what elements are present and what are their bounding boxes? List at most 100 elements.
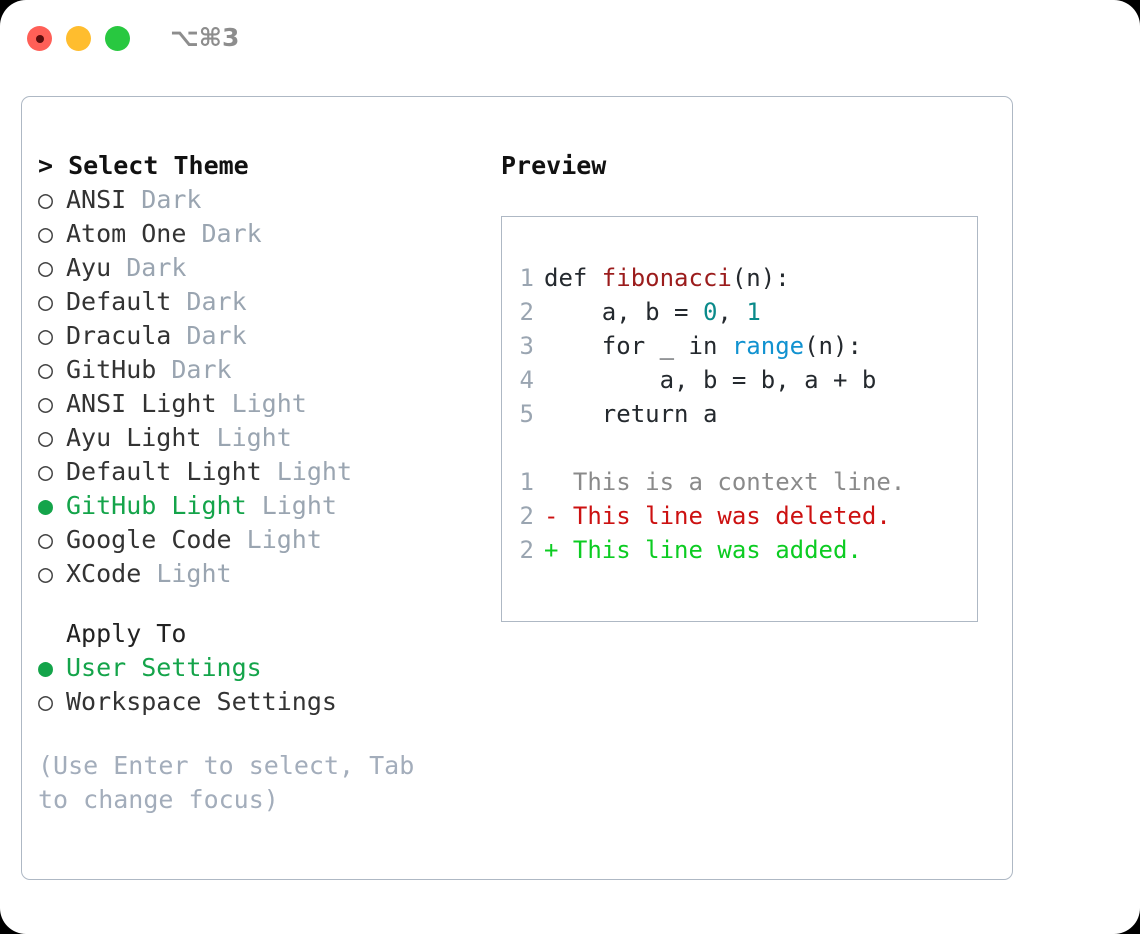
diff-context-line: 1 This is a context line. [502, 465, 977, 499]
apply-to-option-workspace-settings[interactable]: ○Workspace Settings [38, 685, 478, 719]
apply-to-option-user-settings[interactable]: ● User Settings [38, 651, 478, 685]
line-number: 2 [519, 502, 534, 530]
label-gap [156, 355, 171, 384]
label-gap [171, 287, 186, 316]
token-plain: for _ in [544, 332, 732, 360]
theme-option-label: ANSI Light [66, 389, 217, 418]
minimize-button[interactable] [66, 26, 91, 51]
diff-line-text: This is a context line. [544, 468, 906, 496]
code-blank-separator [502, 431, 977, 465]
title-bar: ⌥⌘3 [0, 0, 1140, 78]
diff-line-text: - This line was deleted. [544, 502, 891, 530]
theme-option-tag: Light [231, 389, 307, 418]
radio-unselected-icon: ○ [38, 457, 54, 486]
theme-option-label: Google Code [66, 525, 232, 554]
radio-unselected-icon: ○ [38, 185, 54, 214]
theme-option-github[interactable]: ○ GitHub Dark [38, 353, 478, 387]
token-plain: a, b = b, a + b [544, 366, 877, 394]
theme-option-tag: Dark [201, 219, 262, 248]
token-function: fibonacci [601, 264, 732, 292]
diff-block: 1 This is a context line. 2 - This line wa… [502, 465, 977, 567]
token-plain: (n): [804, 332, 862, 360]
apply-to-option-list: ● User Settings ○Workspace Settings [38, 651, 478, 719]
line-number: 3 [519, 332, 534, 360]
maximize-button[interactable] [105, 26, 130, 51]
code-line: 1 def fibonacci(n): [502, 261, 977, 295]
theme-option-label: Default Light [66, 457, 262, 486]
radio-selected-icon: ● [38, 653, 54, 682]
label-gap [126, 185, 141, 214]
theme-option-ayu[interactable]: ○Ayu Dark [38, 251, 478, 285]
theme-option-label: Ayu Light [66, 423, 202, 452]
radio-unselected-icon: ○ [38, 321, 54, 350]
label-gap [186, 219, 201, 248]
close-button[interactable] [27, 26, 52, 51]
theme-option-label: Default [66, 287, 172, 316]
theme-option-label: ANSI [66, 185, 127, 214]
theme-option-dracula[interactable]: ○Dracula Dark [38, 319, 478, 353]
theme-selector-column: > Select Theme ○ANSI Dark○Atom One Dark○… [38, 149, 478, 817]
theme-option-tag: Light [216, 423, 292, 452]
token-number: 1 [746, 298, 761, 326]
keyboard-hint-text: (Use Enter to select, Tab to change focu… [38, 751, 430, 814]
label-gap [247, 491, 262, 520]
theme-option-tag: Dark [126, 253, 187, 282]
theme-option-label: GitHub Light [66, 491, 247, 520]
theme-option-google-code[interactable]: ○Google Code Light [38, 523, 478, 557]
theme-option-ansi[interactable]: ○ANSI Dark [38, 183, 478, 217]
token-plain: a, b = [544, 298, 703, 326]
theme-option-tag: Light [156, 559, 232, 588]
keyboard-shortcut-label: ⌥⌘3 [170, 23, 240, 52]
diff-line-text: + This line was added. [544, 536, 862, 564]
theme-option-label: GitHub [66, 355, 157, 384]
theme-option-default[interactable]: ○Default Dark [38, 285, 478, 319]
line-number: 4 [519, 366, 534, 394]
theme-option-atom-one[interactable]: ○ Atom One Dark [38, 217, 478, 251]
theme-option-tag: Dark [186, 321, 247, 350]
theme-option-label: Atom One [66, 219, 187, 248]
radio-selected-icon: ● [38, 491, 54, 520]
theme-option-tag: Dark [186, 287, 247, 316]
line-number: 2 [519, 298, 534, 326]
theme-option-ayu-light[interactable]: ○Ayu Light Light [38, 421, 478, 455]
token-plain: (n): [731, 264, 790, 292]
theme-option-github-light[interactable]: ● GitHub Light Light [38, 489, 478, 523]
line-number: 1 [519, 264, 534, 292]
code-line: 2 a, b = 0, 1 [502, 295, 977, 329]
code-line-text: a, b = b, a + b [544, 363, 877, 397]
label-gap [232, 525, 247, 554]
radio-unselected-icon: ○ [38, 355, 54, 384]
section-spacer [38, 591, 478, 617]
theme-option-tag: Dark [171, 355, 232, 384]
theme-option-tag: Light [276, 457, 352, 486]
theme-option-label: Ayu [66, 253, 112, 282]
theme-option-ansi-light[interactable]: ○ANSI Light Light [38, 387, 478, 421]
panel-columns: > Select Theme ○ANSI Dark○Atom One Dark○… [22, 97, 1012, 879]
radio-unselected-icon: ○ [38, 219, 54, 248]
line-number: 1 [519, 468, 534, 496]
token-plain: return a [544, 400, 718, 428]
select-theme-header: > Select Theme [38, 151, 249, 180]
theme-option-xcode[interactable]: ○XCode Light [38, 557, 478, 591]
theme-option-tag: Light [246, 525, 322, 554]
code-line: 3 for _ in range(n): [502, 329, 977, 363]
line-number: 5 [519, 400, 534, 428]
label-gap [111, 253, 126, 282]
apply-to-option-label: User Settings [66, 653, 262, 682]
label-gap [262, 457, 277, 486]
code-line-text: for _ in range(n): [544, 329, 862, 363]
apply-to-header: Apply To [66, 619, 187, 648]
code-line: 4 a, b = b, a + b [502, 363, 977, 397]
theme-option-tag: Light [261, 491, 337, 520]
traffic-light-buttons [27, 26, 130, 51]
radio-unselected-icon: ○ [38, 687, 54, 716]
label-gap [201, 423, 216, 452]
preview-title: Preview [501, 151, 607, 180]
token-plain: def [544, 264, 602, 292]
theme-option-default-light[interactable]: ○ Default Light Light [38, 455, 478, 489]
token-number: 0 [702, 298, 718, 326]
code-line-text: return a [544, 397, 718, 431]
